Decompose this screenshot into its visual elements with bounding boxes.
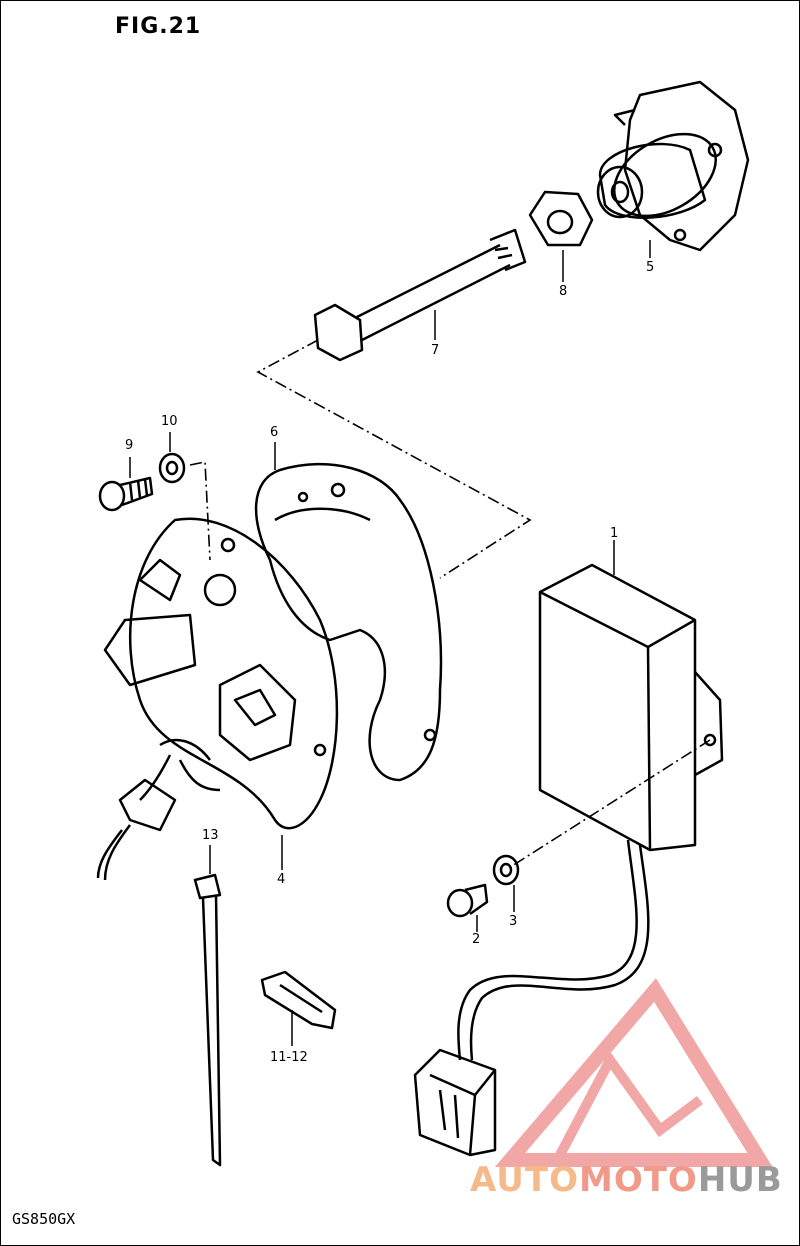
callout-7: 7 xyxy=(431,343,440,358)
callout-4: 4 xyxy=(277,872,286,887)
washer-part xyxy=(158,452,186,484)
figure-title: FIG.21 xyxy=(115,14,202,39)
callout-8: 8 xyxy=(559,284,568,299)
callout-2: 2 xyxy=(472,932,481,947)
callout-9: 9 xyxy=(125,438,134,453)
watermark-part-auto: AUTO xyxy=(470,1160,579,1200)
callout-5: 5 xyxy=(646,260,655,275)
clamp-part xyxy=(260,970,337,1030)
assembly-lines xyxy=(189,339,711,867)
igniter-cable xyxy=(413,839,650,1157)
bolt-part xyxy=(313,228,527,362)
callout-6: 6 xyxy=(270,425,279,440)
watermark-text: AUTOMOTOHUB xyxy=(470,1160,783,1200)
cable-tie-part xyxy=(193,873,222,1167)
callout-3: 3 xyxy=(509,914,518,929)
base-plate-part xyxy=(103,517,339,830)
watermark-part-hub: HUB xyxy=(697,1160,783,1200)
model-label: GS850GX xyxy=(12,1210,76,1228)
callout-13: 13 xyxy=(202,828,219,843)
igniter-washer-part xyxy=(492,854,520,886)
igniter-unit-part xyxy=(538,563,724,852)
nut-part xyxy=(528,190,594,247)
igniter-screw-part xyxy=(446,883,489,918)
pickup-lead-wire xyxy=(96,754,177,881)
callout-1: 1 xyxy=(610,526,619,541)
callout-10: 10 xyxy=(161,414,178,429)
leader-lines xyxy=(129,240,651,1046)
signal-generator-part xyxy=(596,80,750,252)
watermark-part-moto: MOTO xyxy=(578,1160,698,1200)
callout-11-12: 11-12 xyxy=(270,1050,308,1065)
screw-part xyxy=(98,476,154,512)
watermark-logo-icon xyxy=(494,978,773,1167)
gasket-part xyxy=(254,462,443,782)
